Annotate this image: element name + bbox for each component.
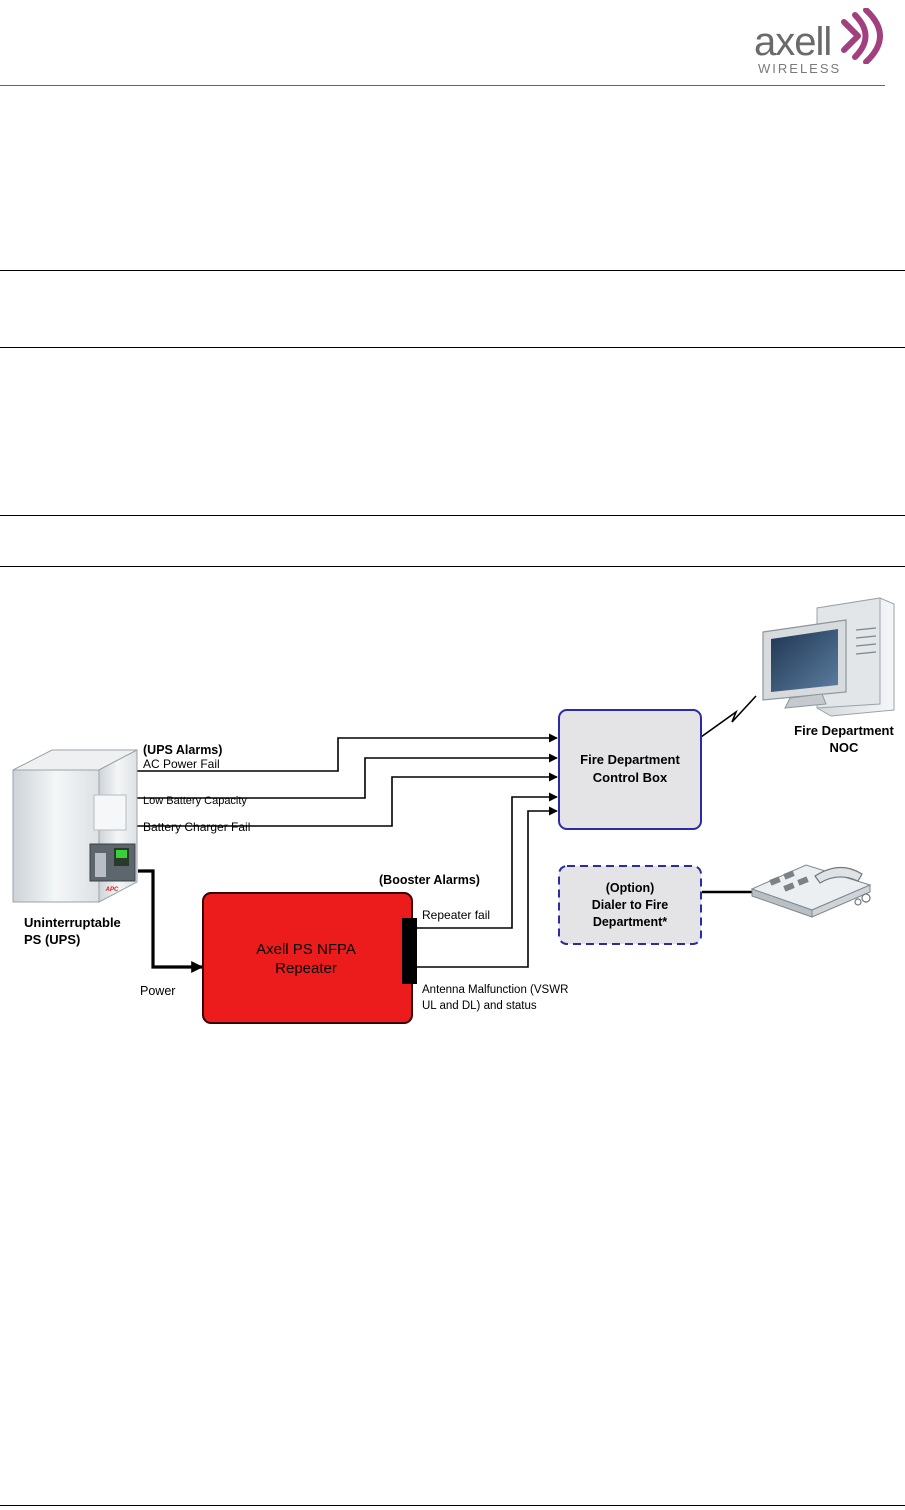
ups-alarms-title: (UPS Alarms) [143, 743, 222, 757]
noc-label-2: NOC [830, 740, 860, 755]
logo-signal-icon [841, 8, 883, 64]
ups-alarm-lines [137, 733, 558, 827]
control-box-label-1: Fire Department [580, 752, 680, 767]
logo-subtitle: WIRELESS [758, 61, 842, 76]
power-line [138, 869, 204, 973]
lightning-link-icon [700, 695, 757, 738]
dialer-label-3: Department* [593, 915, 667, 929]
repeater-connector [402, 918, 417, 984]
noc-label-1: Fire Department [794, 723, 894, 738]
dialer-box: (Option) Dialer to Fire Department* [558, 865, 702, 945]
booster-alarms-title: (Booster Alarms) [379, 873, 480, 887]
divider-2 [0, 347, 905, 348]
ac-power-fail-label: AC Power Fail [143, 757, 220, 771]
dialer-label-1: (Option) [606, 881, 655, 895]
computer-icon: Fire Department NOC [762, 597, 895, 755]
repeater-label-1: Axell PS NFPA [256, 941, 356, 958]
low-battery-line [137, 753, 558, 799]
low-battery-label: Low Battery Capacity [143, 795, 247, 807]
repeater-label-2: Repeater [275, 960, 337, 977]
logo-wordmark: axell [754, 20, 832, 64]
ups-icon: APC [12, 749, 138, 903]
repeater-fail-line [417, 792, 558, 929]
charger-fail-label: Battery Charger Fail [143, 820, 250, 834]
repeater-fail-label: Repeater fail [422, 908, 490, 922]
ups-label-1: Uninterruptable [24, 915, 121, 930]
booster-alarm-lines [417, 792, 558, 968]
power-label: Power [140, 984, 175, 998]
divider-4 [0, 566, 905, 567]
divider-3 [0, 515, 905, 516]
antenna-malfunction-label-1: Antenna Malfunction (VSWR [422, 984, 568, 996]
ups-label-2: PS (UPS) [24, 932, 80, 947]
control-box: Fire Department Control Box [558, 709, 702, 830]
ac-power-fail-line [137, 733, 558, 772]
antenna-malfunction-line [417, 806, 558, 968]
dialer-label-2: Dialer to Fire [592, 898, 668, 912]
alarm-connection-diagram: Fire Department Control Box (Option) Dia… [12, 597, 895, 1024]
footer-divider [0, 1505, 905, 1506]
repeater-box: Axell PS NFPA Repeater [202, 892, 417, 1024]
ups-brand-text: APC [105, 887, 119, 893]
axell-wireless-logo: axell WIRELESS [752, 8, 892, 78]
telephone-icon [750, 864, 872, 918]
antenna-malfunction-label-2: UL and DL) and status [422, 1000, 537, 1012]
charger-fail-line [137, 772, 558, 827]
control-box-label-2: Control Box [593, 770, 668, 785]
header-divider [0, 85, 885, 86]
divider-1 [0, 270, 905, 271]
